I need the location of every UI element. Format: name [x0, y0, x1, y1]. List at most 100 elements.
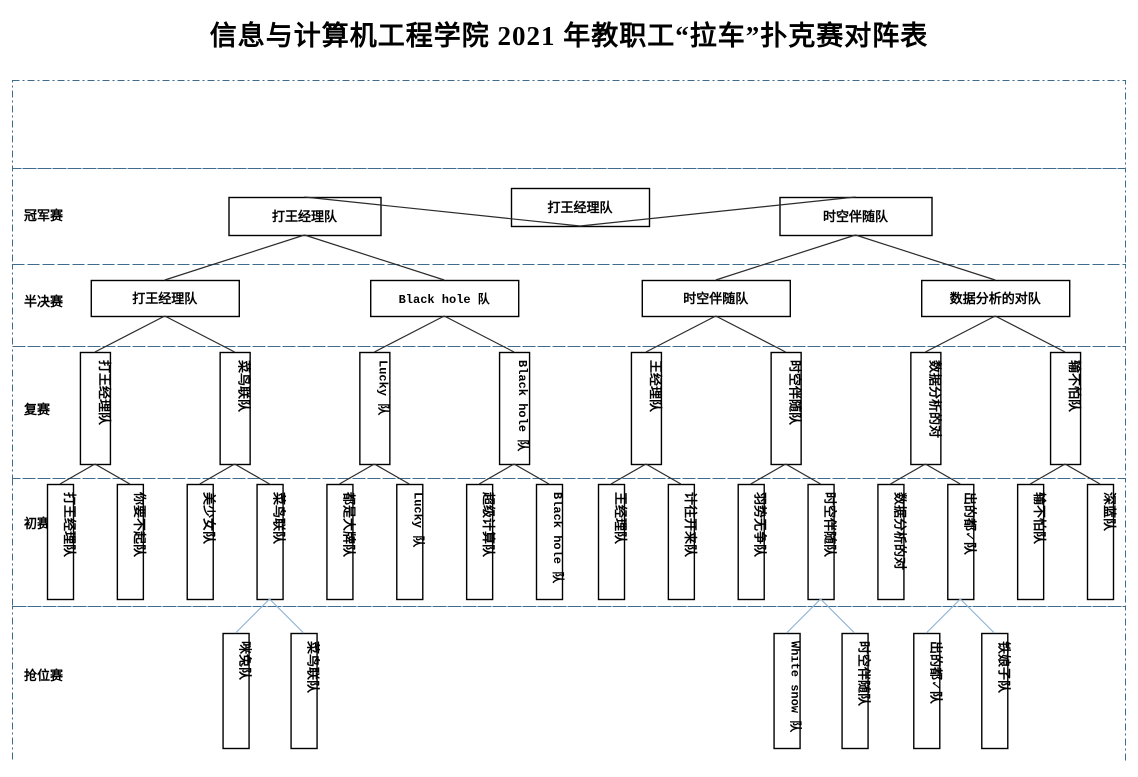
- firstround-node-12[interactable]: 数据分析的对: [877, 483, 908, 601]
- firstround-node-7[interactable]: Black hole 队: [535, 483, 567, 601]
- node-label: 时空伴随队: [823, 209, 889, 224]
- connector-fr3-po1: [269, 598, 304, 634]
- connector-f1-sf2: [715, 234, 856, 281]
- page-title: 信息与计算机工程学院 2021 年教职工“拉车”扑克赛对阵表: [209, 21, 929, 51]
- quarterfinal-node-3[interactable]: Black hole 队: [498, 351, 531, 466]
- round-label-quarterfinal: 复赛: [23, 402, 51, 417]
- semifinal-node-1[interactable]: Black hole 队: [370, 279, 520, 318]
- quarterfinal-node-6[interactable]: 数据分析的对: [910, 351, 943, 466]
- node-label: 王经理队: [648, 360, 663, 413]
- connector-qf2-fr4: [339, 463, 375, 485]
- quarterfinal-node-2[interactable]: Lucky 队: [359, 351, 392, 466]
- firstround-node-15[interactable]: 深蓝队: [1086, 483, 1118, 601]
- connector-fr11-po3: [820, 598, 855, 634]
- connector-f1-sf3: [855, 234, 996, 281]
- node-label: 王经理队: [613, 492, 628, 545]
- node-label: Black hole 队: [399, 291, 491, 307]
- firstround-node-14[interactable]: 输不怕队: [1016, 483, 1047, 601]
- quarterfinal-node-7[interactable]: 输不怕队: [1049, 351, 1083, 466]
- connector-sf0-qf1: [164, 315, 235, 353]
- node-label: 输不怕队: [1067, 360, 1082, 413]
- node-label: 打王经理队: [62, 492, 77, 558]
- semifinal-node-3[interactable]: 数据分析的对队: [921, 279, 1071, 318]
- quarterfinal-node-5[interactable]: 时空伴随队: [770, 351, 803, 466]
- connector-fr11-po2: [786, 598, 821, 634]
- firstround-node-9[interactable]: 计往开来队: [667, 483, 698, 601]
- firstround-node-8[interactable]: 王经理队: [597, 483, 629, 601]
- node-label: 菜鸟联队: [272, 491, 287, 545]
- node-label: 羽势无争队: [753, 492, 768, 558]
- firstround-node-13[interactable]: 出的都✓队: [947, 483, 978, 601]
- firstround-node-10[interactable]: 羽势无争队: [737, 483, 768, 601]
- node-label: 时空伴随队: [823, 492, 838, 558]
- firstround-node-5[interactable]: Lucky 队: [396, 483, 427, 601]
- connector-qf3-fr6: [478, 463, 515, 485]
- node-label: 铁娘子队: [996, 640, 1011, 694]
- connector-qf4-fr8: [610, 463, 647, 485]
- round-band-firstround: [12, 478, 1126, 607]
- node-label: 美少女队: [202, 492, 217, 545]
- node-label: 打王经理队: [97, 360, 112, 426]
- connector-sf3-qf6: [925, 315, 996, 353]
- connector-champ-f1: [579, 196, 856, 227]
- playoff-node-3[interactable]: 时空伴随队: [841, 632, 872, 750]
- connector-qf4-fr9: [645, 463, 682, 485]
- quarterfinal-node-4[interactable]: 王经理队: [630, 351, 663, 466]
- connector-sf0-qf0: [94, 315, 166, 353]
- playoff-node-2[interactable]: White snow 队: [773, 632, 804, 750]
- connector-qf6-fr13: [925, 463, 961, 485]
- node-label: Lucky 队: [375, 360, 391, 416]
- node-label: Black hole 队: [550, 492, 566, 584]
- round-label-final: 冠军赛: [24, 208, 64, 223]
- node-label: White snow 队: [788, 641, 804, 733]
- node-label: 超级计算队: [481, 492, 496, 558]
- firstround-node-0[interactable]: 打王经理队: [46, 483, 78, 601]
- node-label: 菜鸟联队: [306, 640, 321, 694]
- node-label: 出的都✓队: [962, 492, 977, 556]
- connector-qf7-fr14: [1029, 463, 1066, 485]
- firstround-node-11[interactable]: 时空伴随队: [807, 483, 838, 601]
- round-label-semifinal: 半决赛: [24, 294, 64, 309]
- connector-qf5-fr11: [785, 463, 821, 485]
- semifinal-node-2[interactable]: 时空伴随队: [641, 279, 791, 318]
- node-label: Black hole 队: [515, 360, 531, 452]
- node-label: 时空伴随队: [788, 360, 803, 426]
- node-label: 计往开来队: [683, 492, 698, 558]
- playoff-node-0[interactable]: 咪兔队: [222, 632, 253, 750]
- firstround-node-1[interactable]: 你要不起队: [116, 483, 147, 601]
- connector-qf2-fr5: [374, 463, 410, 485]
- playoff-node-5[interactable]: 铁娘子队: [981, 632, 1012, 750]
- firstround-node-6[interactable]: 超级计算队: [465, 483, 497, 601]
- connector-qf0-fr1: [94, 463, 131, 485]
- quarterfinal-node-1[interactable]: 菜鸟联队: [219, 351, 252, 466]
- round-label-firstround: 初赛: [24, 516, 51, 531]
- connector-fr13-po5: [959, 598, 995, 634]
- connector-qf5-fr10: [750, 463, 786, 485]
- firstround-node-2[interactable]: 美少女队: [186, 483, 217, 601]
- connector-qf7-fr15: [1064, 463, 1101, 485]
- node-label: 出的都✓队: [928, 641, 943, 705]
- playoff-node-1[interactable]: 菜鸟联队: [290, 632, 321, 750]
- connector-qf1-fr3: [234, 463, 270, 485]
- firstround-node-3[interactable]: 菜鸟联队: [256, 483, 287, 601]
- connector-champ-f0: [304, 196, 581, 227]
- final-node-1[interactable]: 时空伴随队: [779, 196, 933, 237]
- connector-sf1-qf3: [443, 315, 515, 353]
- node-label: 打王经理队: [272, 209, 338, 224]
- node-label: 咪兔队: [238, 641, 253, 681]
- quarterfinal-node-0[interactable]: 打王经理队: [79, 351, 112, 466]
- node-label: 数据分析的对队: [950, 291, 1042, 306]
- semifinal-node-0[interactable]: 打王经理队: [90, 279, 240, 318]
- node-label: 时空伴随队: [857, 641, 872, 707]
- node-label: 都是大牌队: [341, 491, 356, 558]
- node-label: Lucky 队: [410, 492, 426, 548]
- connector-fr13-po4: [925, 598, 961, 634]
- connector-fr3-po0: [235, 598, 270, 634]
- round-band-quarterfinal: [12, 346, 1126, 479]
- round-band-playoff: [12, 606, 1126, 762]
- playoff-node-4[interactable]: 出的都✓队: [913, 632, 944, 750]
- firstround-node-4[interactable]: 都是大牌队: [326, 483, 357, 601]
- round-label-playoff: 抢位赛: [24, 668, 64, 683]
